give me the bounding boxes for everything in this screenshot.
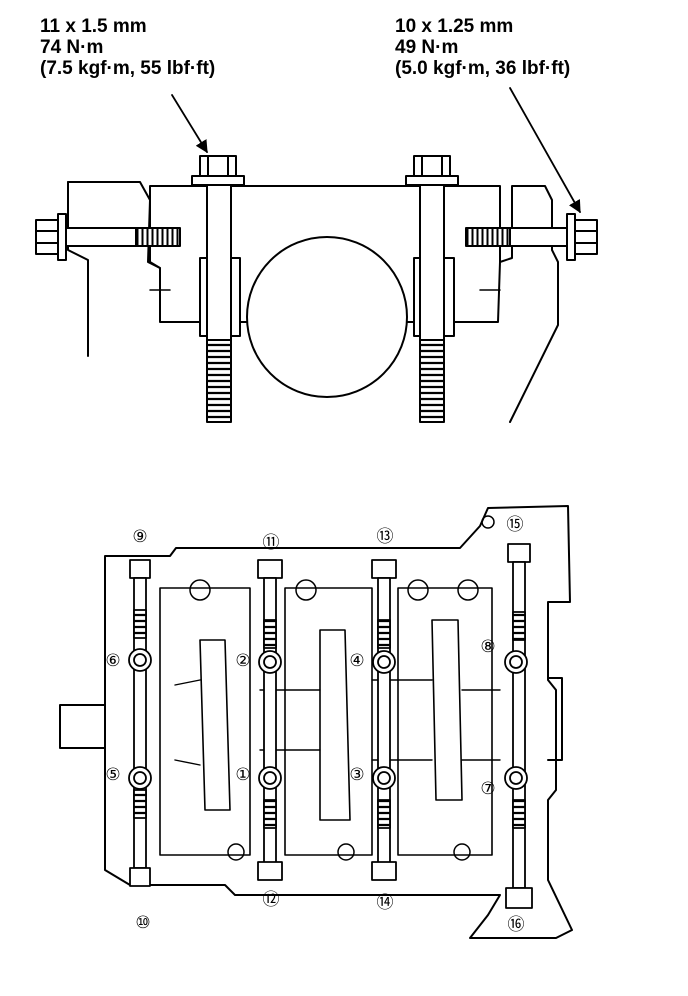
bolt-size-label: 10 x 1.25 mm <box>395 16 514 37</box>
cap-bolt-11mm-right <box>405 155 459 423</box>
torque-spec-11mm-bolt: 11 x 1.5 mm 74 N·m (7.5 kgf·m, 55 lbf·ft… <box>40 16 215 79</box>
seq-label-15: ⑮ <box>507 515 524 535</box>
seq-label-7: ⑦ <box>480 779 495 799</box>
leader-arrow-left <box>171 94 208 154</box>
sequence-labels: ① ② ③ ④ ⑤ ⑥ ⑦ ⑧ ⑨ ⑩ ⑪ ⑫ ⑬ ⑭ ⑮ ⑯ <box>105 515 524 935</box>
leader-arrow-right <box>509 87 581 214</box>
seq-label-16: ⑯ <box>508 915 525 935</box>
crank-snout <box>59 704 106 749</box>
seq-label-4: ④ <box>349 651 364 671</box>
seq-label-10: ⑩ <box>135 913 150 933</box>
seq-label-8: ⑧ <box>480 637 495 657</box>
cap-bolt-11mm <box>191 155 245 423</box>
side-bolt-heads <box>128 648 528 790</box>
seq-label-13: ⑬ <box>377 527 394 547</box>
lower-block-outline <box>104 505 573 939</box>
plan-view <box>59 505 573 939</box>
torque-nm-label: 74 N·m <box>40 37 104 58</box>
seq-label-9: ⑨ <box>132 527 147 547</box>
side-bolt-10mm-right <box>465 213 598 261</box>
seq-label-14: ⑭ <box>377 893 394 913</box>
crank-journal <box>246 236 408 398</box>
torque-nm-label: 49 N·m <box>395 37 459 58</box>
torque-alt-label: (7.5 kgf·m, 55 lbf·ft) <box>40 58 216 79</box>
seq-label-1: ① <box>235 765 250 785</box>
seq-label-2: ② <box>235 651 250 671</box>
torque-alt-label: (5.0 kgf·m, 36 lbf·ft) <box>395 58 571 79</box>
side-view <box>35 87 598 423</box>
seq-label-5: ⑤ <box>105 765 120 785</box>
bolt-size-label: 11 x 1.5 mm <box>40 16 147 37</box>
seq-label-6: ⑥ <box>105 651 120 671</box>
seq-label-3: ③ <box>349 765 364 785</box>
seq-label-12: ⑫ <box>263 890 280 910</box>
seq-label-11: ⑪ <box>263 533 280 553</box>
crankshaft <box>199 619 463 821</box>
side-bolt-10mm-left <box>35 213 181 261</box>
torque-spec-10mm-bolt: 10 x 1.25 mm 49 N·m (5.0 kgf·m, 36 lbf·f… <box>395 16 570 79</box>
